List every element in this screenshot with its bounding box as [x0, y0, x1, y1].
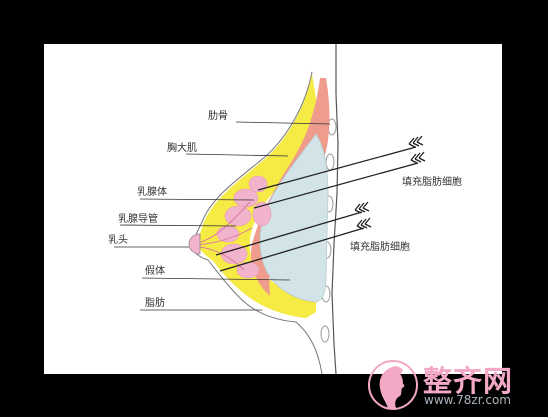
mammary-gland [216, 175, 272, 279]
watermark: 整齐网 www.78zr.com [362, 356, 548, 414]
leader-implant [141, 277, 291, 281]
rib-2 [325, 153, 335, 171]
label-ribs: 肋骨 [208, 109, 228, 122]
leader-gland [139, 198, 255, 201]
label-fat: 脂肪 [145, 296, 165, 309]
watermark-brand: 整齐网 [423, 364, 514, 398]
label-milk-duct: 乳腺导管 [118, 212, 158, 225]
arrow-2-fletching [410, 151, 426, 164]
arrow-1-fletching [408, 135, 424, 148]
label-implant: 假体 [145, 264, 165, 277]
arrow-1-shaft [257, 146, 417, 191]
leader-duct [119, 224, 237, 227]
gland-lobule-4 [216, 225, 240, 243]
arrow-2-shaft [253, 162, 419, 209]
leader-lines [114, 121, 331, 311]
arrow-4-fletching [356, 217, 372, 230]
gland-lobule-2 [233, 188, 259, 208]
watermark-url: www.78zr.com [424, 393, 511, 407]
diagram-panel: 肋骨 胸大肌 乳腺体 乳腺导管 乳头 假体 脂肪 填充脂肪细胞 填充脂肪细胞 [44, 44, 502, 374]
label-fat-cells-2: 填充脂肪细胞 [350, 240, 410, 253]
label-mammary-gland: 乳腺体 [137, 185, 167, 198]
label-nipple: 乳头 [108, 233, 128, 246]
injection-arrows [215, 135, 426, 272]
gland-lobule-1 [248, 175, 268, 193]
woman-profile-logo-icon [368, 360, 418, 410]
rib-6 [320, 325, 330, 343]
leader-pectoralis [185, 153, 289, 157]
arrow-3-fletching [354, 201, 370, 214]
gland-lobule-3 [224, 205, 252, 227]
chest-wall-line [331, 44, 339, 374]
label-fat-cells-1: 填充脂肪细胞 [402, 175, 462, 188]
nipple [188, 233, 201, 255]
arrow-4-shaft [219, 227, 365, 272]
label-pectoralis-major: 胸大肌 [167, 141, 197, 154]
gland-lobule-7 [252, 201, 272, 227]
breast-anatomy-diagram: 肋骨 胸大肌 乳腺体 乳腺导管 乳头 假体 脂肪 填充脂肪细胞 填充脂肪细胞 [108, 44, 462, 374]
leader-ribs [235, 121, 331, 125]
arrow-3-shaft [215, 211, 363, 256]
